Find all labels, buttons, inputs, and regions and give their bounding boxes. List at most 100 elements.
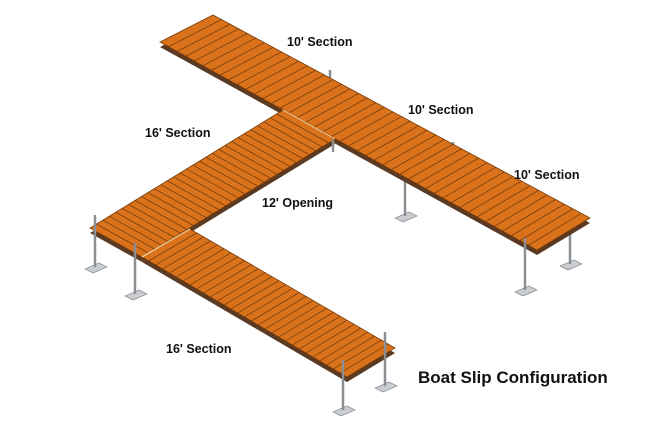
deck-plank-seam [331,106,385,137]
deck-plank-seam [186,168,239,199]
deck-plank-seam [502,199,556,232]
deck-plank-seam [485,190,539,222]
deck-plank-seam [194,33,248,62]
section-joint [141,228,191,258]
deck-plank-seam [176,23,231,52]
deck-plank-seam [408,148,462,180]
deck-plank-seam [219,46,274,76]
deck-plank-seam [348,116,402,147]
label-upper-16ft-section: 16' Section [145,126,211,140]
deck-plank-seam [237,137,291,167]
deck-plank-seam [322,102,376,133]
deck-plank-seam [189,256,239,286]
deck-plank-seam [185,28,239,57]
deck-plank-seam [203,264,252,294]
label-middle-10ft-section: 10' Section [408,103,474,117]
deck-plank-seam [459,176,514,208]
deck-plank-seam [468,180,522,213]
deck-plank-seam [245,60,299,90]
deck-plank-seam [205,156,258,187]
deck-plank-seam [231,141,284,171]
label-lower-16ft-section: 16' Section [166,342,232,356]
deck-plank-seam [365,125,419,156]
deck-plank-seam [451,171,505,204]
deck-plank-seam [218,149,271,179]
deck-plank-seam [134,200,188,230]
deck-plank-seam [236,56,291,85]
deck-plank-seam [257,296,307,326]
deck-plank-seam [511,203,565,237]
deck-plank-seam [279,79,334,109]
deck-plank-seam [211,42,265,71]
deck-plank-seam [493,194,548,227]
deck-plank-seam [312,327,362,358]
deck-plank-seam [434,162,488,194]
deck-plank-seam [109,215,162,246]
deck-plank-seam [285,311,334,342]
label-right-10ft-section: 10' Section [514,168,580,182]
deck-plank-seam [210,268,259,298]
deck-plank-seam [442,166,496,199]
deck-plank-seam [115,211,168,242]
deck-plank-seam [269,117,323,148]
deck-plank-seam [528,213,582,246]
deck-plank-seam [391,139,445,170]
deck-plank-seam [148,232,198,262]
deck-plank-seam [262,70,316,100]
deck-plank-seam [141,196,194,226]
deck-plank-seam [333,339,382,370]
deck-plank-seam [162,240,211,270]
deck-plank-seam [305,323,355,354]
deck-plank-seam [182,252,232,282]
deck-plank-seam [319,331,368,362]
deck-plank-seam [167,180,220,211]
deck-plank-seam [298,319,348,350]
deck-plank-seam [416,153,471,185]
deck-plank-seam [476,185,531,218]
deck-plank-seam [128,204,181,234]
deck-plank-seam [173,176,226,207]
deck-plank-seam [121,208,175,238]
deck-plank-seam [356,120,411,152]
deck-plank-seam [244,288,293,318]
deck-plank-seam [224,145,278,175]
main-walkway-deck [159,14,591,251]
deck-plank-seam [425,157,479,189]
deck-plank-seam [339,111,394,142]
deck-plank-seam [326,335,375,366]
deck-plank-seam [399,143,454,175]
deck-plank-seam [223,276,273,306]
deck-plank-seam [278,308,327,338]
deck-plank-seam [96,223,149,254]
label-top-10ft-section: 10' Section [287,35,353,49]
deck-plank-seam [263,121,316,152]
deck-plank-seam [168,19,222,48]
deck-plank-seam [276,113,329,144]
deck-plank-seam [288,83,342,114]
deck-plank-seam [382,134,436,166]
deck-plank-seam [271,304,321,334]
deck-plank-seam [179,172,233,203]
deck-plank-seam [244,133,297,163]
deck-plank-seam [169,244,218,274]
deck-plank-seam [102,219,156,250]
deck-plank-seam [160,184,213,215]
deck-plank-seam [264,300,314,330]
deck-plank-seam [237,284,286,314]
deck-plank-seam [147,192,201,222]
section-joint [282,109,336,140]
deck-plank-seam [339,343,389,374]
deck-plank-seam [314,97,368,128]
deck-plank-seam [196,260,245,290]
deck-plank-seam [154,188,207,218]
diagram-title: Boat Slip Configuration [418,368,608,387]
deck-plank-seam [271,74,325,104]
deck-plank-seam [230,280,280,310]
label-12ft-opening: 12' Opening [262,196,333,210]
deck-plank-seam [212,152,265,183]
deck-plank-seam [374,130,428,161]
dock-posts-front [84,140,538,417]
deck-plank-seam [292,315,341,346]
deck-plank-seam [155,236,204,266]
dock-decks [89,14,591,382]
